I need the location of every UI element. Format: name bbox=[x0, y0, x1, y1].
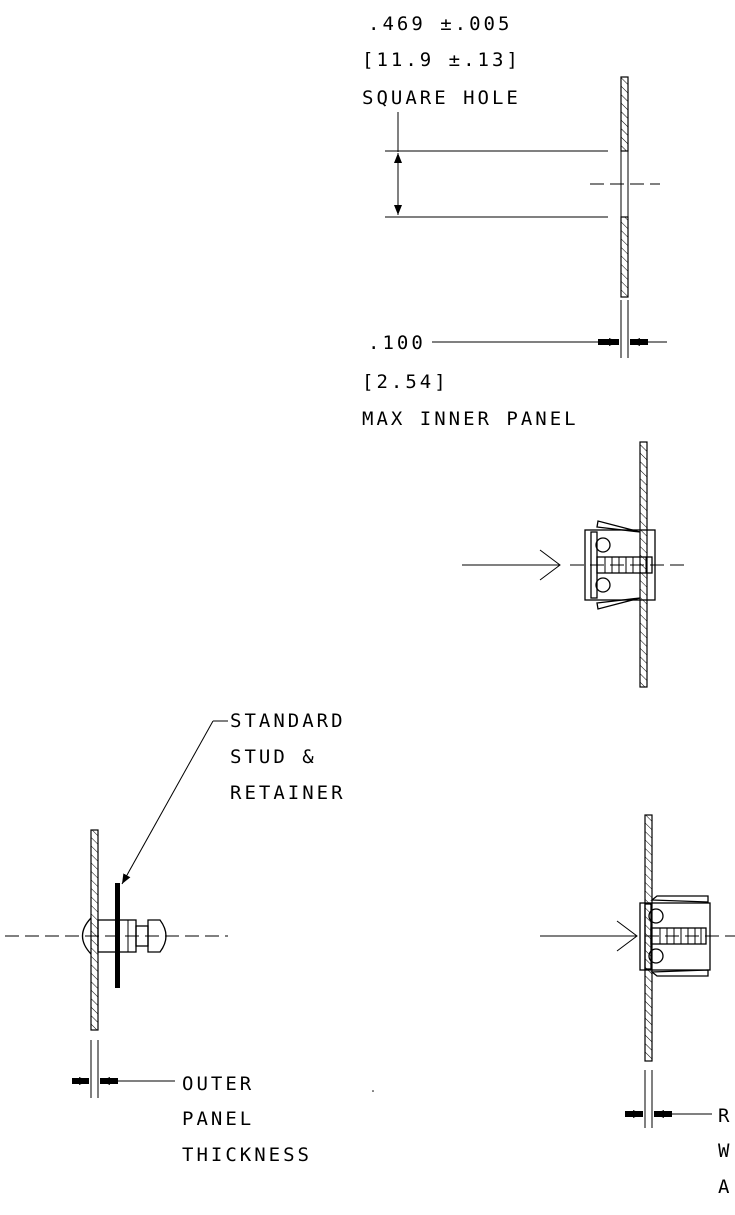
rw-label-line2: W bbox=[718, 1140, 732, 1162]
inner-panel-upper bbox=[620, 76, 629, 152]
outer-panel bbox=[90, 829, 99, 1031]
inner-dimension-mm: [2.54] bbox=[362, 371, 449, 393]
outer-label-line2: PANEL bbox=[182, 1108, 254, 1130]
stud-head bbox=[81, 917, 92, 955]
stud-label-line1: STANDARD bbox=[230, 710, 346, 732]
inner-panel-lower bbox=[620, 216, 629, 298]
square-hole-label: SQUARE HOLE bbox=[362, 87, 521, 109]
inner-dimension-inch: .100 bbox=[368, 332, 426, 354]
stud-label-line3: RETAINER bbox=[230, 782, 346, 804]
receptacle-insert-view bbox=[462, 441, 688, 688]
outer-label-line3: THICKNESS bbox=[182, 1144, 312, 1166]
receptacle-body-installed bbox=[639, 902, 711, 971]
rw-label-line3: A bbox=[718, 1176, 732, 1198]
rw-label-line1: R bbox=[718, 1105, 732, 1127]
outer-label-line1: OUTER bbox=[182, 1073, 254, 1095]
stud-tip bbox=[147, 919, 167, 953]
max-inner-panel-label: MAX INNER PANEL bbox=[362, 408, 579, 430]
stud-retainer-view: STANDARD STUD & RETAINER OUTER PANEL THI… bbox=[5, 710, 374, 1166]
square-hole-view: .469 ±.005 [11.9 ±.13] SQUARE HOLE .100 … bbox=[362, 13, 667, 430]
hole-dimension-inch: .469 ±.005 bbox=[368, 13, 512, 35]
receptacle-installed-view: R W A bbox=[540, 814, 735, 1198]
hole-dimension-mm: [11.9 ±.13] bbox=[362, 49, 521, 71]
stud-label-line2: STUD & bbox=[230, 746, 317, 768]
